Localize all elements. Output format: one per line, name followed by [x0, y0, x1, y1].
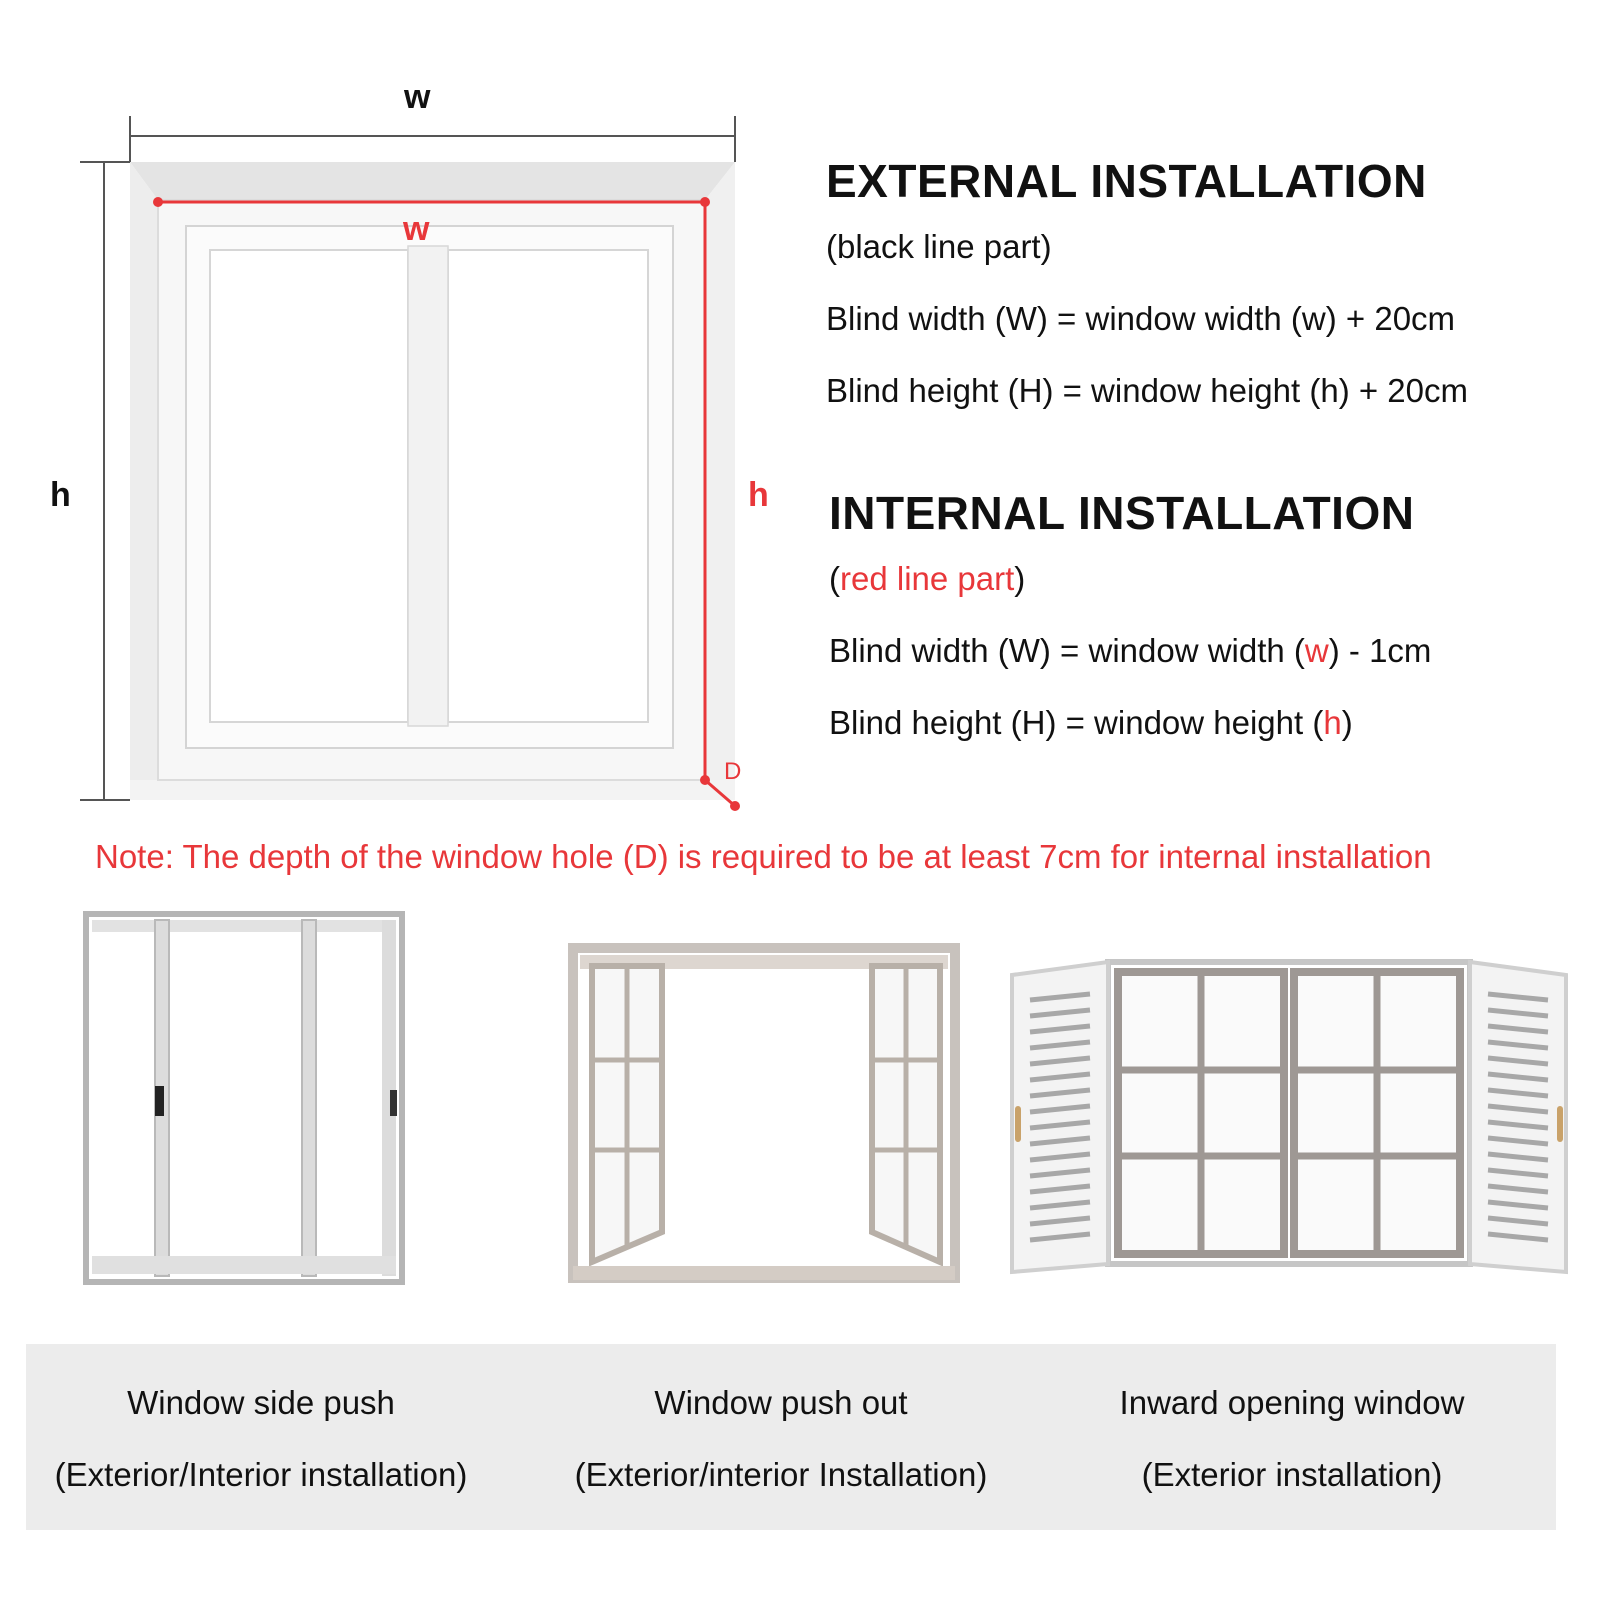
external-measurement-lines	[80, 116, 736, 801]
window-type-installation: (Exterior/Interior installation)	[54, 1456, 468, 1493]
window-type-name: Window push out	[654, 1384, 908, 1421]
external-installation-subtitle: (black line part)	[826, 228, 1052, 265]
right-shutter	[1468, 959, 1568, 1275]
inner-height-label: h	[748, 476, 769, 514]
external-installation-title: EXTERNAL INSTALLATION	[826, 155, 1427, 207]
depth-label: D	[724, 758, 742, 785]
measure-point	[700, 775, 710, 785]
measure-point	[730, 801, 740, 811]
window-type-installation: (Exterior/interior Installation)	[574, 1456, 988, 1493]
outer-width-label: w	[404, 78, 431, 116]
handle-icon	[390, 1090, 397, 1116]
formula-text: )	[1341, 704, 1353, 741]
subtitle-paren-close: )	[1014, 560, 1026, 597]
external-height-formula: Blind height (H) = window height (h) + 2…	[826, 372, 1468, 409]
subtitle-red-text: red line part	[840, 560, 1015, 597]
internal-installation-title: INTERNAL INSTALLATION	[829, 487, 1415, 539]
inner-width-label: w	[403, 210, 430, 248]
internal-height-formula: Blind height (H) = window height (h)	[829, 704, 1353, 742]
left-shutter	[1010, 959, 1110, 1275]
inward-window-illustration	[1010, 959, 1568, 1275]
window-recess	[130, 162, 735, 200]
external-width-formula: Blind width (W) = window width (w) + 20c…	[826, 300, 1456, 337]
formula-text: ) - 1cm	[1328, 632, 1432, 669]
handle-icon	[1015, 1106, 1021, 1142]
handle-icon	[155, 1086, 164, 1116]
handle-icon	[1557, 1106, 1563, 1142]
window-type-caption-panel	[26, 1344, 1556, 1530]
sliding-window-illustration	[83, 911, 405, 1285]
formula-variable: h	[1323, 704, 1342, 741]
depth-note: Note: The depth of the window hole (D) i…	[95, 838, 1432, 875]
window-type-name: Window side push	[127, 1384, 395, 1421]
subtitle-paren-open: (	[829, 560, 840, 597]
window-type-name: Inward opening window	[1119, 1384, 1465, 1421]
outer-height-label: h	[50, 476, 71, 514]
push-out-window-illustration	[568, 943, 960, 1283]
window-type-installation: (Exterior installation)	[1141, 1456, 1443, 1493]
window-pane-left	[209, 249, 409, 723]
measure-point	[153, 197, 163, 207]
formula-text: Blind width (W) = window width (	[829, 632, 1305, 669]
measure-point	[700, 197, 710, 207]
internal-width-formula: Blind width (W) = window width (w) - 1cm	[829, 632, 1431, 670]
internal-measurement-lines	[153, 197, 740, 811]
internal-installation-subtitle: (red line part)	[829, 560, 1025, 598]
formula-text: Blind height (H) = window height (	[829, 704, 1324, 741]
formula-variable: w	[1304, 632, 1329, 669]
